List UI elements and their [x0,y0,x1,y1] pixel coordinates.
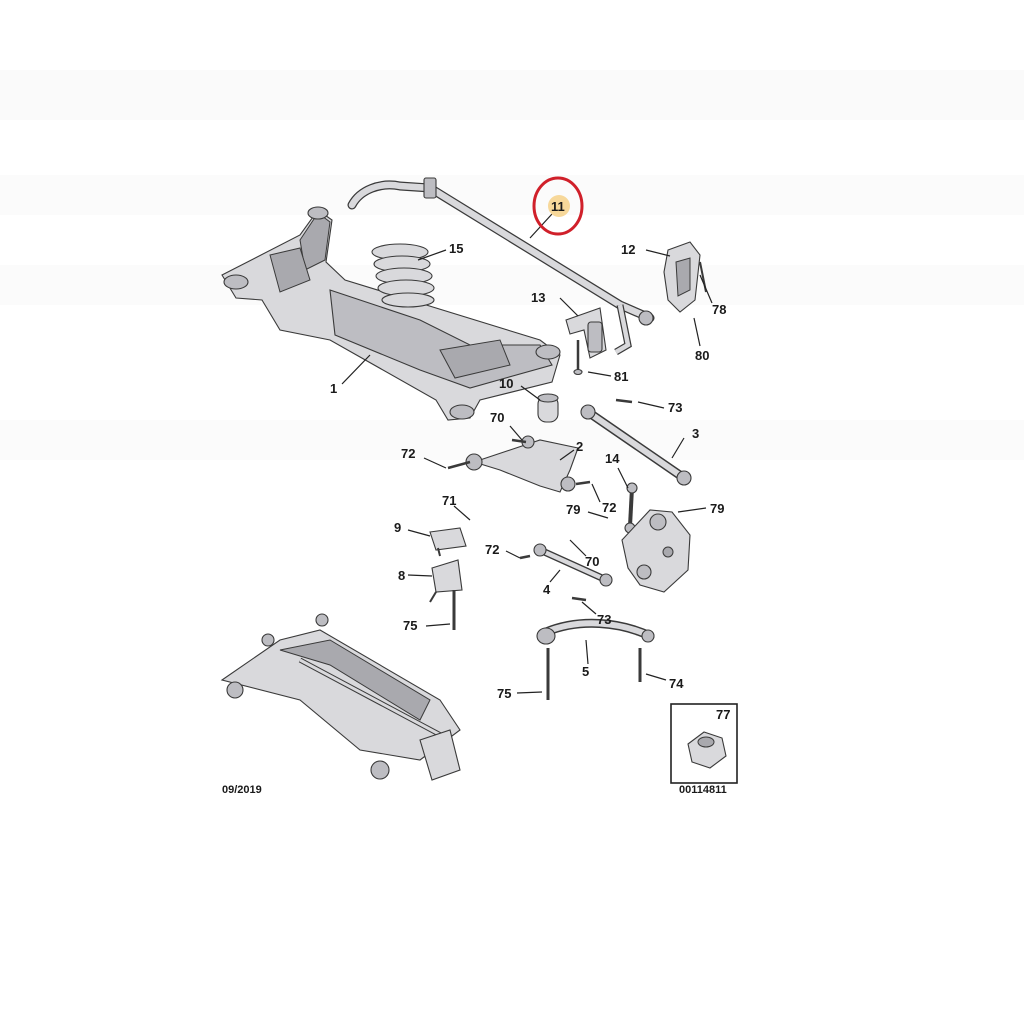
callout-5[interactable]: 5 [582,664,589,679]
callout-74[interactable]: 74 [669,676,684,691]
upper-arm-part-2[interactable] [447,435,591,493]
callout-2[interactable]: 2 [576,439,583,454]
anti-roll-bar-part-11[interactable] [347,177,655,356]
callout-10[interactable]: 10 [499,376,513,391]
bracket-part-9[interactable] [429,527,467,557]
callout-81[interactable]: 81 [614,369,628,384]
bracket-part-12[interactable] [663,241,707,313]
lower-link-part-4[interactable] [519,543,613,602]
callout-70[interactable]: 70 [585,554,599,569]
link-arm-part-3[interactable] [580,398,692,486]
highlight-part-11 [532,176,584,236]
callout-78[interactable]: 78 [712,302,726,317]
bushing-part-10[interactable] [537,393,559,423]
callout-1[interactable]: 1 [330,381,337,396]
hub-carrier[interactable] [621,509,691,593]
callout-73[interactable]: 73 [668,400,682,415]
subframe-part-1[interactable] [221,206,561,421]
callout-8[interactable]: 8 [398,568,405,583]
callout-79[interactable]: 79 [566,502,580,517]
assembly-thumbnail [220,613,461,781]
callout-79[interactable]: 79 [710,501,724,516]
lower-arm-part-5[interactable] [536,618,655,700]
callout-72[interactable]: 72 [401,446,415,461]
callout-labels: 11 15 12 13 78 80 81 1 10 73 70 3 72 2 1… [330,199,726,701]
callout-71[interactable]: 71 [442,493,456,508]
callout-72[interactable]: 72 [485,542,499,557]
diagram-date: 09/2019 [222,784,262,796]
callout-13[interactable]: 13 [531,290,545,305]
callout-75[interactable]: 75 [403,618,417,633]
callout-72[interactable]: 72 [602,500,616,515]
bracket-part-8[interactable] [429,559,463,630]
callout-73[interactable]: 73 [597,612,611,627]
callout-12[interactable]: 12 [621,242,635,257]
coil-spring-part-15[interactable] [371,243,435,308]
callout-11[interactable]: 11 [551,199,565,214]
clamp-part-13[interactable] [565,307,607,376]
callout-15[interactable]: 15 [449,241,463,256]
callout-3[interactable]: 3 [692,426,699,441]
callout-80[interactable]: 80 [695,348,709,363]
callout-14[interactable]: 14 [605,451,620,466]
callout-75[interactable]: 75 [497,686,511,701]
callout-9[interactable]: 9 [394,520,401,535]
callout-70[interactable]: 70 [490,410,504,425]
leader-lines [341,213,713,694]
diagram-reference: 00114811 [679,784,727,796]
callout-77: 77 [716,707,730,722]
callout-4[interactable]: 4 [543,582,551,597]
inset-part-77[interactable]: 77 [670,703,738,784]
watermark-pattern [0,70,1024,460]
